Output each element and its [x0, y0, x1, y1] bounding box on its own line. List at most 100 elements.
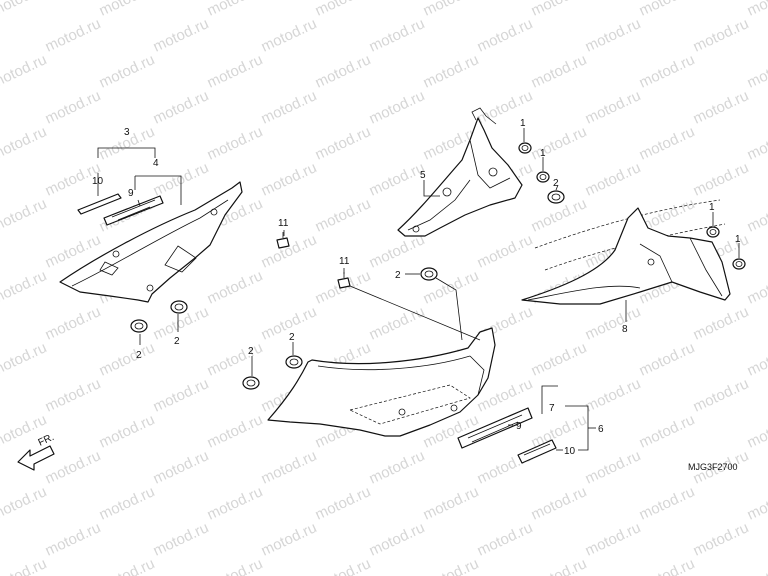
watermark: motod.ru — [259, 519, 320, 559]
grommet-2a — [130, 319, 148, 333]
watermark: motod.ru — [367, 15, 428, 55]
watermark: motod.ru — [745, 411, 768, 451]
watermark: motod.ru — [205, 0, 266, 20]
callout-10-right: 10 — [564, 446, 576, 457]
callout-9-right: 9 — [516, 421, 522, 432]
watermark: motod.ru — [745, 0, 768, 20]
watermark: motod.ru — [151, 447, 212, 487]
watermark: motod.ru — [97, 411, 158, 451]
watermark: motod.ru — [637, 411, 698, 451]
watermark: motod.ru — [205, 123, 266, 163]
callout-6: 6 — [598, 424, 604, 435]
watermark: motod.ru — [313, 51, 374, 91]
watermark: motod.ru — [421, 483, 482, 523]
watermark: motod.ru — [745, 195, 768, 235]
screw-11-center — [337, 272, 351, 289]
watermark: motod.ru — [367, 87, 428, 127]
watermark: motod.ru — [529, 123, 590, 163]
callout-9-left: 9 — [128, 188, 134, 199]
watermark: motod.ru — [313, 195, 374, 235]
watermark: motod.ru — [205, 51, 266, 91]
watermark: motod.ru — [691, 519, 752, 559]
watermark: motod.ru — [151, 519, 212, 559]
watermark: motod.ru — [313, 483, 374, 523]
callout-11-center: 11 — [339, 256, 350, 267]
watermark: motod.ru — [583, 447, 644, 487]
watermark: motod.ru — [421, 0, 482, 20]
watermark: motod.ru — [475, 231, 536, 271]
watermark: motod.ru — [313, 123, 374, 163]
callout-2e: 2 — [289, 332, 295, 343]
callout-8: 8 — [622, 324, 628, 335]
watermark: motod.ru — [259, 447, 320, 487]
emblem-10-right — [517, 439, 557, 464]
center-bracket — [397, 107, 523, 237]
watermark: motod.ru — [529, 555, 590, 576]
diagram-code: MJG3F2700 — [688, 462, 738, 472]
watermark: motod.ru — [691, 15, 752, 55]
watermark: motod.ru — [745, 483, 768, 523]
left-side-cover — [59, 181, 243, 303]
watermark: motod.ru — [421, 51, 482, 91]
grommet-2b — [170, 300, 188, 314]
watermark: motod.ru — [691, 375, 752, 415]
watermark: motod.ru — [0, 51, 49, 91]
watermark: motod.ru — [583, 375, 644, 415]
watermark: motod.ru — [205, 555, 266, 576]
watermark: motod.ru — [583, 519, 644, 559]
watermark: motod.ru — [529, 411, 590, 451]
watermark: motod.ru — [0, 267, 49, 307]
watermark: motod.ru — [43, 519, 104, 559]
watermark: motod.ru — [97, 51, 158, 91]
watermark: motod.ru — [475, 15, 536, 55]
callout-1a: 1 — [520, 118, 526, 129]
watermark: motod.ru — [529, 339, 590, 379]
watermark: motod.ru — [0, 195, 49, 235]
watermark: motod.ru — [259, 231, 320, 271]
callout-2a: 2 — [136, 350, 142, 361]
callout-11-left: 11 — [278, 218, 289, 229]
watermark: motod.ru — [151, 15, 212, 55]
watermark: motod.ru — [205, 411, 266, 451]
watermark: motod.ru — [637, 483, 698, 523]
watermark: motod.ru — [637, 51, 698, 91]
grommet-1d — [732, 258, 746, 270]
watermark: motod.ru — [367, 447, 428, 487]
watermark: motod.ru — [97, 555, 158, 576]
callout-5: 5 — [420, 170, 426, 181]
watermark: motod.ru — [475, 87, 536, 127]
watermark: motod.ru — [583, 15, 644, 55]
callout-4: 4 — [153, 158, 159, 169]
watermark: motod.ru — [259, 15, 320, 55]
grommet-2d — [420, 267, 438, 281]
watermark: motod.ru — [0, 123, 49, 163]
callout-1c: 1 — [709, 202, 715, 213]
grommet-2c — [547, 190, 565, 204]
callout-1b: 1 — [540, 148, 546, 159]
emblem-9-left — [103, 195, 164, 226]
watermark: motod.ru — [421, 555, 482, 576]
callout-2c: 2 — [553, 178, 559, 189]
watermark: motod.ru — [151, 375, 212, 415]
right-side-cover — [521, 199, 731, 305]
watermark: motod.ru — [529, 483, 590, 523]
watermark: motod.ru — [205, 267, 266, 307]
callout-10-left: 10 — [92, 176, 104, 187]
watermark: motod.ru — [691, 87, 752, 127]
watermark: motod.ru — [97, 483, 158, 523]
callout-2d: 2 — [395, 270, 401, 281]
watermark: motod.ru — [0, 339, 49, 379]
watermark: motod.ru — [97, 0, 158, 20]
callout-2f: 2 — [248, 346, 254, 357]
watermark: motod.ru — [529, 51, 590, 91]
watermark: motod.ru — [43, 15, 104, 55]
watermark: motod.ru — [367, 519, 428, 559]
grommet-1c — [706, 226, 720, 238]
watermark: motod.ru — [259, 159, 320, 199]
watermark: motod.ru — [0, 555, 49, 576]
callout-labels: 3 4 10 9 11 2 2 5 1 1 2 1 1 8 2 11 2 2 7… — [92, 118, 741, 457]
watermark: motod.ru — [0, 0, 49, 20]
watermark: motod.ru — [529, 0, 590, 20]
lower-center-cover — [267, 327, 496, 437]
watermark: motod.ru — [745, 339, 768, 379]
